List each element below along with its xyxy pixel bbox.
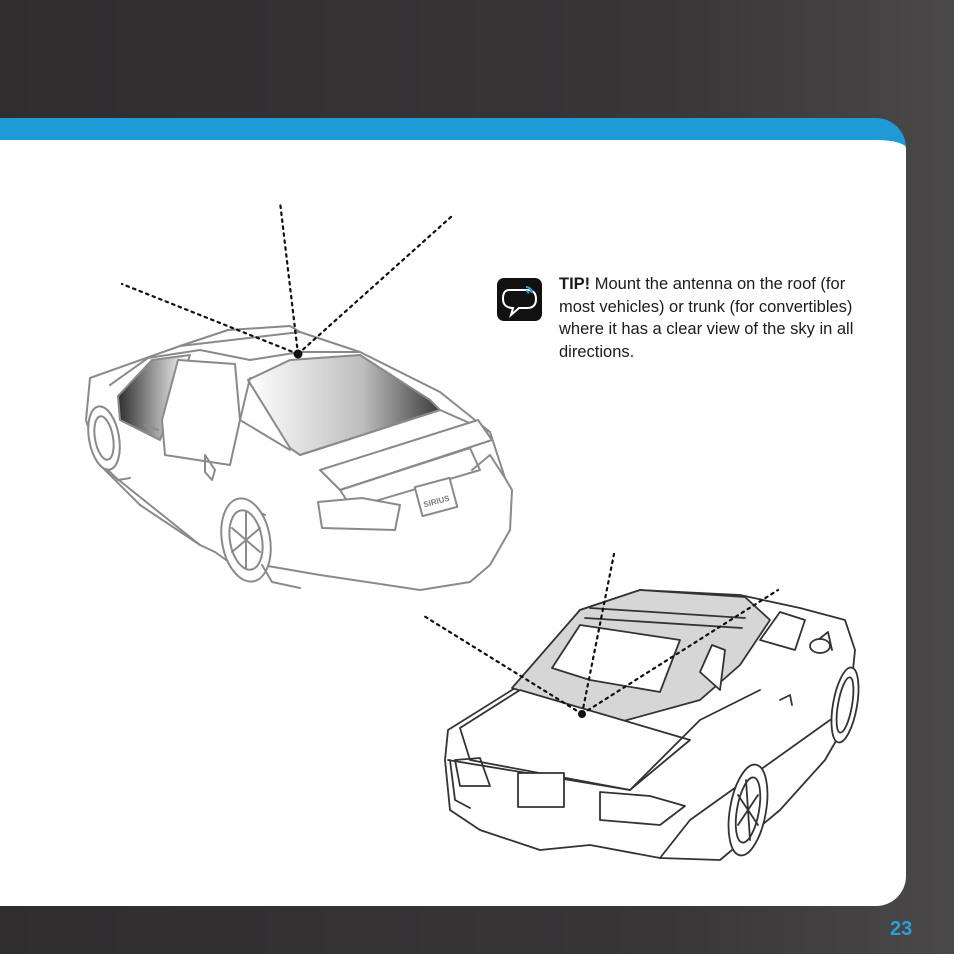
- speech-bubble-icon: [497, 278, 542, 321]
- tip-body: Mount the antenna on the roof (for most …: [559, 275, 854, 361]
- sedan-signal-lines: [120, 200, 454, 356]
- convertible-antenna-marker: [578, 710, 586, 718]
- convertible-illustration: [444, 589, 860, 861]
- tip-paragraph: TIP! Mount the antenna on the roof (for …: [559, 273, 859, 363]
- sedan-illustration: SIRIUS: [85, 325, 513, 591]
- page-number: 23: [890, 918, 913, 940]
- convertible-signal-lines: [422, 552, 780, 716]
- tip-label: TIP!: [559, 275, 591, 293]
- sedan-antenna-marker: [293, 349, 303, 359]
